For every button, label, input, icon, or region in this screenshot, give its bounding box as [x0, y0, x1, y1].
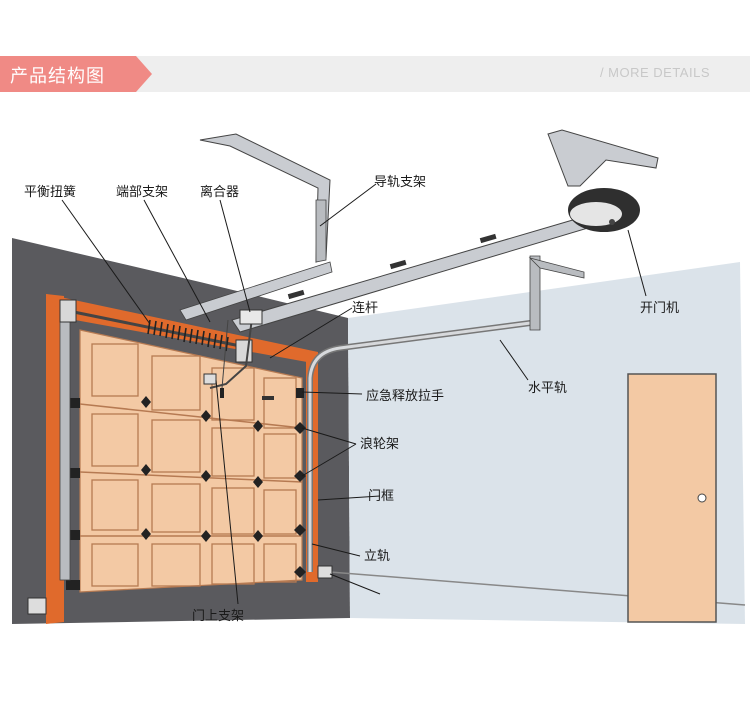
bottom-bracket-right [317, 565, 333, 579]
opener-mount [547, 129, 659, 187]
door-handle [262, 396, 274, 400]
end-bracket-left [59, 299, 77, 323]
label-link-rod: 连杆 [352, 300, 378, 316]
section-title: 产品结构图 [10, 66, 105, 87]
rail-blocks [287, 233, 497, 300]
leader-lines [61, 183, 647, 605]
left-hinge-blocks [66, 398, 80, 590]
header-tab [0, 56, 152, 92]
door-inset-panels [91, 343, 297, 587]
label-end-bracket: 端部支架 [116, 185, 168, 200]
rear-hanger-arm [528, 257, 585, 279]
label-balance-spring: 平衡扭簧 [24, 184, 76, 200]
label-rail-bracket: 导轨支架 [374, 175, 426, 190]
rail-hanger [315, 199, 327, 263]
label-emergency-release: 应急释放拉手 [366, 388, 444, 404]
door-hinges [141, 396, 263, 542]
door-knob [697, 493, 707, 503]
door-frame-left [46, 294, 64, 624]
more-details-link[interactable]: / MORE DETAILS [599, 65, 710, 80]
label-clutch: 离合器 [200, 184, 239, 200]
torsion-spring [147, 319, 229, 352]
link-rod [209, 317, 253, 389]
clutch-block [239, 309, 263, 325]
label-horizontal-rail: 水平轨 [528, 381, 567, 396]
label-vertical-rail: 立轨 [364, 549, 390, 564]
label-opener: 开门机 [640, 301, 679, 316]
label-top-bracket: 门上支架 [192, 609, 244, 624]
spring-shaft [63, 308, 251, 350]
upper-frame-strut [179, 261, 333, 321]
release-handle [220, 388, 224, 398]
release-rope [221, 319, 229, 389]
horizontal-track-inner [308, 320, 539, 572]
opener-highlight [570, 202, 622, 226]
opener-light [609, 219, 615, 225]
rear-hanger [529, 255, 541, 331]
vertical-rail-left [59, 309, 71, 581]
bottom-bracket-left [27, 597, 47, 615]
label-door-frame: 门框 [368, 489, 394, 504]
label-roller-bracket: 浪轮架 [360, 437, 399, 452]
door-section-lines [79, 403, 303, 537]
roller-brackets [294, 388, 306, 578]
top-door-bracket [203, 373, 217, 385]
